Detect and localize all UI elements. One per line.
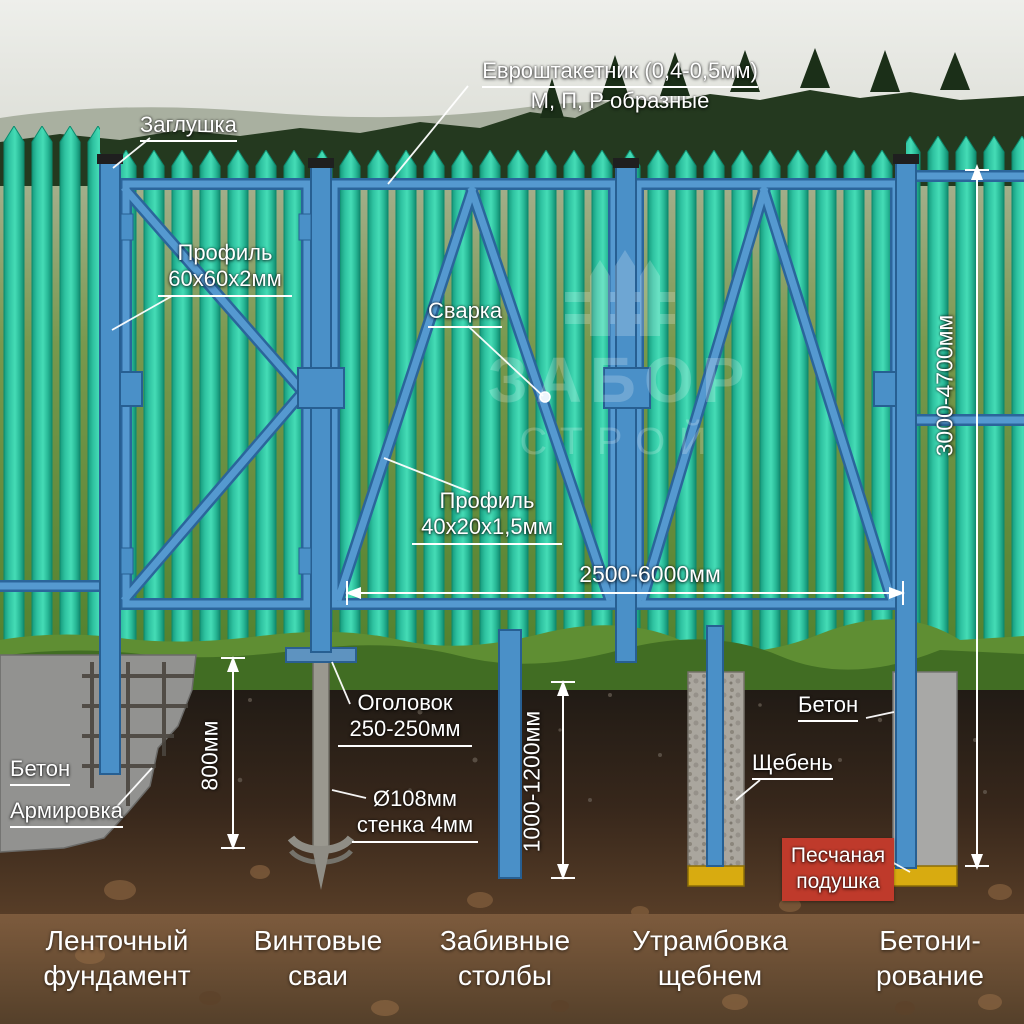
post-cap <box>893 154 919 164</box>
rebar-grid <box>82 662 194 806</box>
callout-concrete-right: Бетон <box>798 692 859 722</box>
sand-cushion-gravel <box>687 865 745 887</box>
dim-fence-height: 3000-4700мм <box>931 314 958 457</box>
caption-strip-foundation: Ленточный фундамент <box>43 925 191 991</box>
callout-welding: Сварка <box>428 298 503 328</box>
callout-euro-picket: Евроштакетник (0,4-0,5мм) М, П, Р образн… <box>482 58 758 113</box>
callout-profile-40: Профиль 40х20х1,5мм <box>412 488 562 545</box>
buried-stones <box>104 865 1012 918</box>
band-stones <box>75 946 1002 1016</box>
callout-rebar: Армировка <box>10 798 123 828</box>
dim-post-depth: 1000-1200мм <box>518 710 545 853</box>
strip-foundation <box>0 654 197 853</box>
driven-post <box>498 629 522 879</box>
dim-strip-depth: 800мм <box>196 720 223 791</box>
callout-concrete-left: Бетон <box>10 756 71 786</box>
caption-concreting: Бетони- рование <box>876 925 984 991</box>
caption-driven-posts: Забивные столбы <box>439 925 571 991</box>
post-cap <box>97 154 123 164</box>
callout-gravel: Щебень <box>752 750 833 780</box>
soil-speckles <box>237 693 987 802</box>
leader-lines <box>111 85 911 873</box>
callout-pile-size: Ø108мм стенка 4мм <box>352 786 478 843</box>
screw-pile <box>285 647 357 890</box>
gravel-column <box>687 625 745 887</box>
caption-screw-piles: Винтовые сваи <box>253 925 383 991</box>
callout-profile-60: Профиль 60х60х2мм <box>158 240 292 297</box>
dimension-arrows <box>221 164 989 880</box>
callout-pile-cap: Оголовок 250-250мм <box>338 690 472 747</box>
caption-band <box>0 914 1024 1024</box>
dim-panel-width: 2500-6000мм <box>579 561 721 587</box>
post-cap <box>308 158 334 168</box>
callout-cap-plug: Заглушка <box>140 112 237 142</box>
callout-sand-cushion: Песчаная подушка <box>782 838 894 901</box>
post-cap <box>613 158 639 168</box>
fence-posts <box>97 154 919 869</box>
caption-gravel-compaction: Утрамбовка щебнем <box>632 925 788 991</box>
picket-panels <box>0 126 1024 660</box>
